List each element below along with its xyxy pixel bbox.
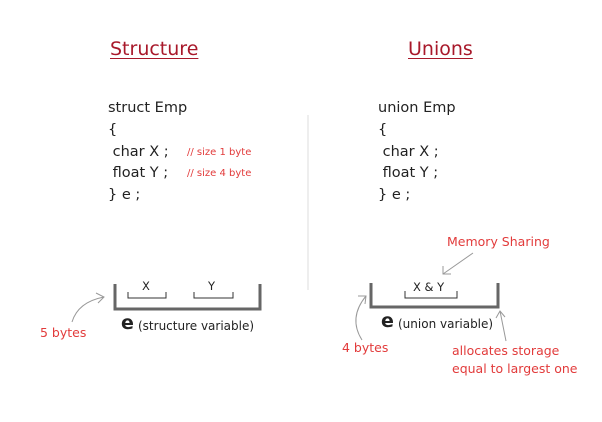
size-note: 5 bytes (40, 325, 87, 340)
field-y-label: Y (208, 279, 216, 293)
comment: // size 1 byte (187, 147, 252, 158)
union-memory-box (369, 283, 500, 309)
var-name: e (121, 312, 134, 334)
size-note: 4 bytes (342, 340, 389, 355)
code-line: union Emp (378, 100, 456, 116)
field-x-label: X (142, 279, 150, 293)
union-title: Unions (408, 38, 473, 60)
code-line: char X ; (378, 144, 439, 160)
storage-note: allocates storage (452, 343, 560, 358)
code-line: float Y ; (108, 165, 169, 181)
code-line: { (378, 122, 388, 138)
field-xy-bracket (404, 291, 458, 299)
sharing-note: Memory Sharing (447, 234, 550, 249)
code-line: } e ; (378, 187, 411, 203)
var-label: (union variable) (398, 317, 494, 331)
size-arrow-left (71, 292, 105, 323)
field-y-bracket (193, 292, 234, 299)
structure-memory-box (113, 284, 262, 311)
code-line: char X ; (108, 144, 169, 160)
comment: // size 4 byte (187, 168, 252, 179)
storage-arrow (495, 310, 507, 342)
code-line: { (108, 122, 118, 138)
size-arrow-right (355, 295, 367, 341)
var-label: (structure variable) (138, 319, 255, 333)
field-xy-label: X & Y (413, 280, 445, 294)
var-name: e (381, 310, 394, 332)
sharing-arrow (442, 252, 474, 275)
code-line: struct Emp (108, 100, 188, 116)
storage-note: equal to largest one (452, 361, 578, 376)
code-line: } e ; (108, 187, 141, 203)
code-line: float Y ; (378, 165, 439, 181)
structure-title: Structure (110, 38, 199, 60)
field-x-bracket (127, 292, 167, 299)
